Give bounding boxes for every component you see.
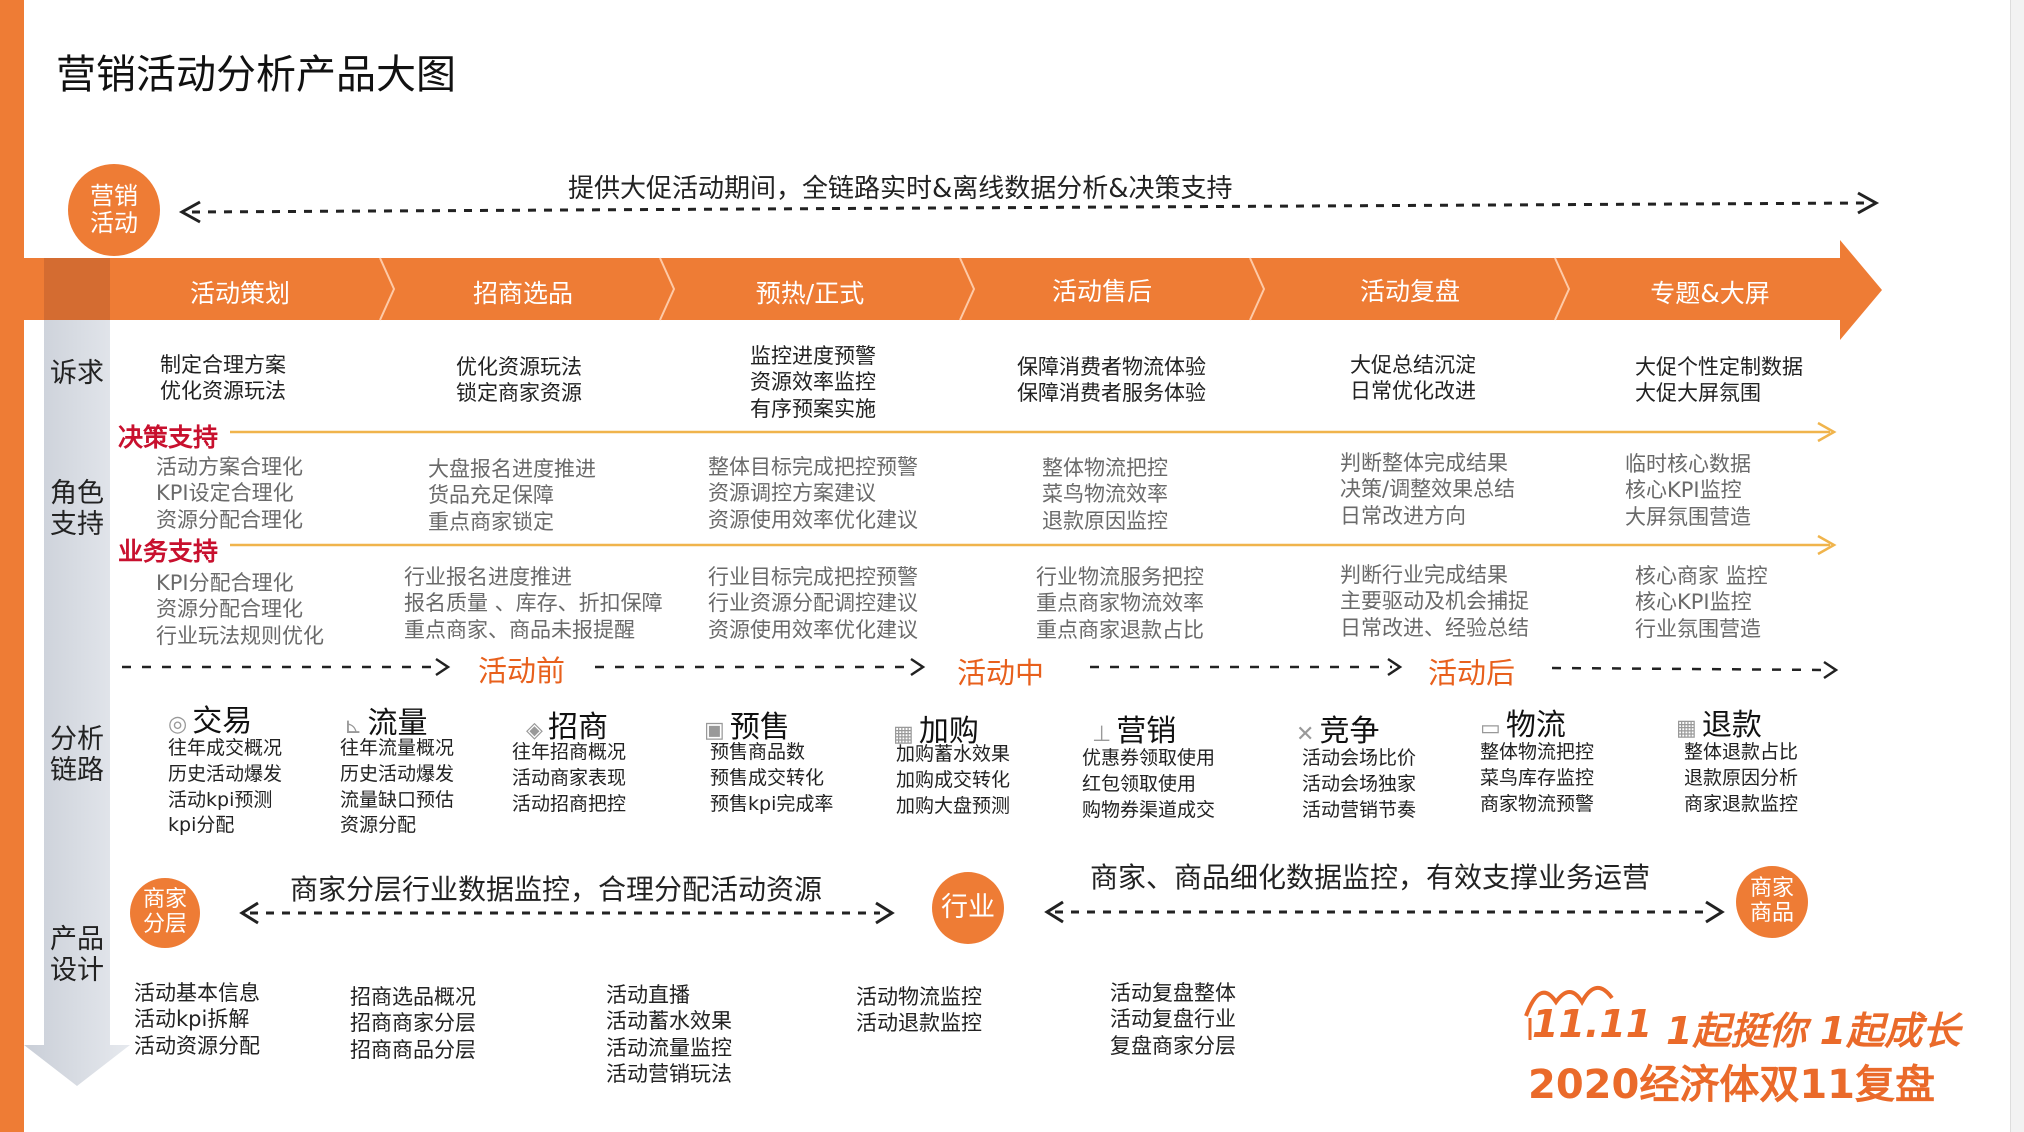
- product-right-tagline: 商家、商品细化数据监控，有效支撑业务运营: [1090, 861, 1651, 894]
- phase-label: 预热/正式: [755, 279, 865, 308]
- presale-icon: ▣: [704, 718, 725, 743]
- phase-label: 活动策划: [189, 279, 290, 308]
- product-item: 活动复盘整体 活动复盘行业 复盘商家分层: [1110, 981, 1236, 1058]
- product-item: 招商选品概况 招商商家分层 招商商品分层: [350, 985, 476, 1062]
- chain-logistics: ▭ 物流: [1480, 700, 1566, 744]
- demand-cell: 监控进度预警 资源效率监控 有序预案实施: [750, 344, 876, 421]
- decision-cell: 活动方案合理化 KPI设定合理化 资源分配合理化: [156, 455, 303, 532]
- chain-items: 往年成交概况 历史活动爆发 活动kpi预测 kpi分配: [168, 737, 283, 837]
- phase-label: 招商选品: [472, 279, 573, 308]
- banner-subtitle: 2020经济体双11复盘: [1528, 1062, 1935, 1108]
- business-support-label: 业务支持: [118, 537, 219, 566]
- merchant-layer-circle: 商家 分层: [130, 878, 200, 948]
- stage-during: 活动中: [957, 656, 1045, 690]
- chain-items: 整体物流把控 菜鸟库存监控 商家物流预警: [1480, 741, 1595, 815]
- competition-icon: ✕: [1296, 722, 1315, 747]
- phase-band-dark-left: [44, 258, 110, 320]
- chain-title: 竞争: [1319, 714, 1380, 749]
- stage-dashed-arrows: [122, 657, 1839, 680]
- chain-traffic: ⊾ 流量: [344, 698, 428, 742]
- chain-items: 活动会场比价 活动会场独家 活动营销节奏: [1302, 747, 1417, 821]
- logistics-icon: ▭: [1480, 716, 1501, 741]
- top-tagline: 提供大促活动期间，全链路实时&离线数据分析&决策支持: [568, 174, 1233, 204]
- business-line: [230, 534, 1837, 556]
- chain-title: 流量: [367, 706, 428, 741]
- chain-items: 往年招商概况 活动商家表现 活动招商把控: [512, 741, 627, 815]
- industry-circle: 行业: [932, 872, 1004, 944]
- chain-add-to-cart: ▦ 加购: [893, 706, 979, 750]
- chain-items: 预售商品数 预售成交转化 预售kpi完成率: [710, 741, 834, 815]
- demand-cell: 保障消费者物流体验 保障消费者服务体验: [1017, 355, 1206, 406]
- phase-label: 活动复盘: [1359, 277, 1460, 306]
- left-accent-bar: [0, 0, 24, 1132]
- chain-items: 整体退款占比 退款原因分析 商家退款监控: [1684, 741, 1799, 815]
- business-cell: 判断行业完成结果 主要驱动及机会捕捉 日常改进、经验总结: [1340, 563, 1529, 640]
- product-left-tagline: 商家分层行业数据监控，合理分配活动资源: [290, 873, 823, 906]
- demand-cell: 优化资源玩法 锁定商家资源: [456, 355, 582, 406]
- product-item: 活动基本信息 活动kpi拆解 活动资源分配: [134, 981, 260, 1058]
- business-cell: KPI分配合理化 资源分配合理化 行业玩法规则优化: [156, 571, 324, 648]
- merchant-goods-circle: 商家 商品: [1736, 866, 1808, 938]
- chain-presale: ▣ 预售: [704, 702, 790, 746]
- merchant-icon: ◈: [526, 718, 543, 743]
- product-item: 活动物流监控 活动退款监控: [856, 985, 982, 1036]
- product-dashed-arrows: [239, 900, 1725, 925]
- banner-slogan: 1起挺你 1起成长: [1666, 1009, 1961, 1053]
- decision-cell: 临时核心数据 核心KPI监控 大屏氛围营造: [1625, 452, 1751, 529]
- stage-before: 活动前: [478, 654, 566, 688]
- chain-title: 交易: [192, 704, 253, 739]
- phase-arrow-band: [24, 240, 1882, 340]
- decision-line: [230, 421, 1837, 443]
- chain-title: 退款: [1701, 708, 1762, 743]
- banner-logo-text: 11.11: [1532, 1002, 1653, 1046]
- business-cell: 核心商家 监控 核心KPI监控 行业氛围营造: [1635, 564, 1768, 641]
- demand-cell: 大促个性定制数据 大促大屏氛围: [1635, 355, 1803, 406]
- marketing-activity-circle: 营销 活动: [68, 164, 160, 256]
- refund-icon: ▦: [1676, 716, 1697, 741]
- window-right-edge: [2010, 0, 2024, 1132]
- product-item: 活动直播 活动蓄水效果 活动流量监控 活动营销玩法: [606, 983, 732, 1087]
- chain-title: 物流: [1505, 708, 1566, 743]
- row-label-roles: 角色 支持: [50, 478, 104, 541]
- stage-after: 活动后: [1428, 656, 1516, 690]
- phase-label: 活动售后: [1051, 277, 1152, 306]
- chain-items: 加购蓄水效果 加购成交转化 加购大盘预测: [896, 743, 1011, 817]
- decision-cell: 判断整体完成结果 决策/调整效果总结 日常改进方向: [1340, 451, 1516, 528]
- chain-title: 营销: [1116, 714, 1177, 749]
- chain-competition: ✕ 竞争: [1296, 706, 1380, 750]
- business-cell: 行业物流服务把控 重点商家物流效率 重点商家退款占比: [1036, 565, 1204, 642]
- chain-title: 预售: [729, 710, 790, 745]
- demand-cell: 大促总结沉淀 日常优化改进: [1350, 353, 1476, 404]
- business-cell: 行业报名进度推进 报名质量 、库存、折扣保障 重点商家、商品未报提醒: [404, 565, 663, 642]
- transaction-icon: ◎: [168, 712, 188, 737]
- page-title: 营销活动分析产品大图: [56, 52, 456, 98]
- chain-title: 招商: [548, 710, 609, 745]
- top-dashed-arrow: [178, 191, 1880, 224]
- chain-transaction: ◎ 交易: [168, 696, 252, 740]
- row-label-product: 产品 设计: [50, 924, 104, 987]
- row-label-demands: 诉求: [50, 358, 104, 389]
- marketing-icon: ⊥: [1092, 722, 1112, 747]
- chain-items: 往年流量概况 历史活动爆发 流量缺口预估 资源分配: [340, 737, 455, 837]
- chain-merchant: ◈ 招商: [526, 702, 608, 746]
- decision-cell: 整体物流把控 菜鸟物流效率 退款原因监控: [1042, 456, 1168, 533]
- add-to-cart-icon: ▦: [893, 722, 914, 747]
- double11-logo: [1524, 986, 1614, 1040]
- chain-items: 优惠券领取使用 红包领取使用 购物券渠道成交: [1082, 747, 1216, 821]
- decision-cell: 整体目标完成把控预警 资源调控方案建议 资源使用效率优化建议: [708, 455, 918, 532]
- row-label-analysis: 分析 链路: [50, 724, 104, 787]
- traffic-icon: ⊾: [344, 714, 363, 739]
- demand-cell: 制定合理方案 优化资源玩法: [160, 353, 286, 404]
- decision-cell: 大盘报名进度推进 货品充足保障 重点商家锁定: [428, 457, 596, 534]
- row-strip-arrow: [24, 258, 130, 1086]
- phase-label: 专题&大屏: [1650, 279, 1770, 308]
- phase-chevrons: [379, 257, 1571, 321]
- business-cell: 行业目标完成把控预警 行业资源分配调控建议 资源使用效率优化建议: [708, 565, 918, 642]
- chain-refund: ▦ 退款: [1676, 700, 1762, 744]
- chain-title: 加购: [918, 714, 979, 749]
- chain-marketing: ⊥ 营销: [1092, 706, 1176, 750]
- decision-support-label: 决策支持: [118, 423, 219, 452]
